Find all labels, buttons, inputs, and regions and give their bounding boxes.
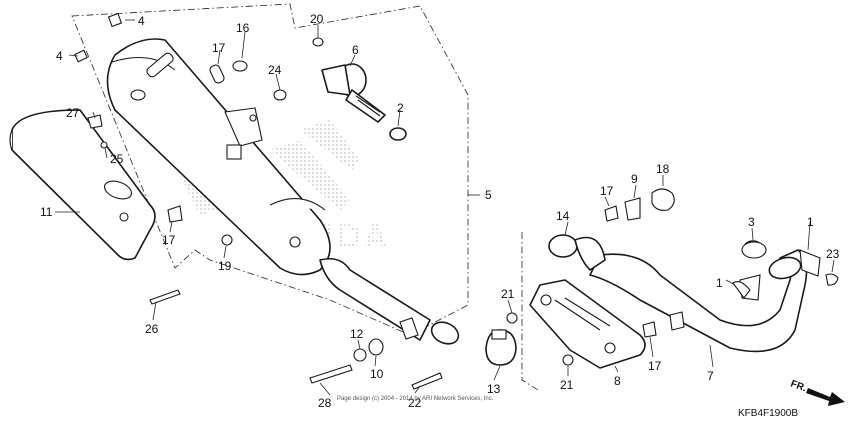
callout-25: 25 <box>110 152 124 166</box>
assembly-boundary <box>71 3 469 336</box>
hardware-parts <box>74 12 839 390</box>
callout-24: 24 <box>268 63 282 77</box>
callout-12: 12 <box>350 327 364 341</box>
joint-gasket-part <box>548 234 606 271</box>
callout-2: 2 <box>397 101 404 115</box>
callout-19: 19 <box>218 259 232 273</box>
callout-14: 14 <box>556 209 570 223</box>
callout-21-bottom: 21 <box>560 378 574 392</box>
callout-17-mid: 17 <box>600 184 614 198</box>
callout-4-top: 4 <box>138 14 145 28</box>
callout-10: 10 <box>370 367 384 381</box>
exhaust-protector-part <box>529 279 646 369</box>
clamp-part <box>624 188 675 221</box>
callout-11: 11 <box>40 205 53 219</box>
gasket-ring-part <box>741 241 767 259</box>
callout-16: 17 <box>212 41 226 55</box>
front-direction-arrow: FR. <box>789 378 845 406</box>
copyright-text: Page design (c) 2004 - 2014 by ARI Netwo… <box>337 396 494 402</box>
callout-22: 22 <box>408 396 422 410</box>
leader-lines <box>55 19 835 396</box>
band-clamp-part <box>485 329 517 366</box>
callout-3: 3 <box>748 215 755 229</box>
callout-20: 20 <box>310 12 324 26</box>
callout-27: 27 <box>66 106 80 120</box>
callout-23: 23 <box>826 247 840 261</box>
callout-labels: 4 4 16 17 24 20 6 2 5 27 25 11 17 19 26 … <box>40 12 840 410</box>
callout-1-left: 1 <box>716 276 723 290</box>
callout-17-right: 17 <box>648 359 662 373</box>
callout-5: 5 <box>485 188 492 202</box>
callout-15: 16 <box>236 21 250 35</box>
callout-17-left: 17 <box>162 233 176 247</box>
spark-arrester-part <box>321 63 407 141</box>
callout-1-top: 1 <box>807 215 814 229</box>
arrow-right-icon <box>806 388 845 406</box>
callout-6: 6 <box>352 43 359 57</box>
muffler-part <box>106 38 460 345</box>
callout-9: 9 <box>631 172 638 186</box>
diagram-code: KFB4F1900B <box>738 408 798 419</box>
callout-18: 18 <box>656 162 670 176</box>
callout-8: 8 <box>614 374 621 388</box>
callout-26: 26 <box>145 322 159 336</box>
callout-4-left: 4 <box>56 49 63 63</box>
front-direction-label: FR. <box>789 378 808 394</box>
callout-7: 7 <box>707 369 714 383</box>
callout-21-top: 21 <box>501 287 515 301</box>
heat-shield-part <box>9 109 156 261</box>
callout-13: 13 <box>487 382 501 396</box>
callout-28: 28 <box>318 396 332 410</box>
